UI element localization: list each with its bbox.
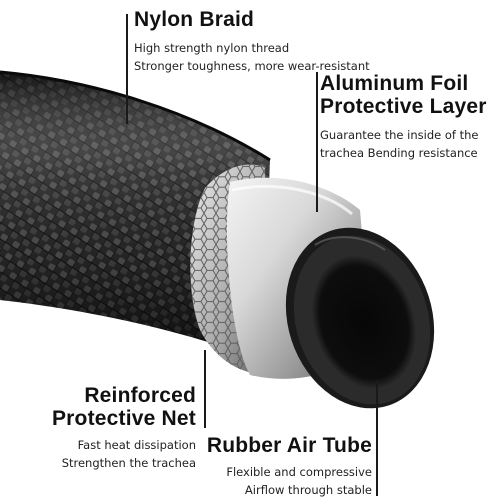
reinforced-net-callout-line bbox=[204, 350, 206, 428]
nylon-braid-title: Nylon Braid bbox=[134, 8, 255, 31]
aluminum-foil-desc-line-2: trachea Bending resistance bbox=[320, 146, 478, 160]
nylon-braid-callout: Nylon Braid High strength nylon thread S… bbox=[134, 8, 370, 75]
aluminum-foil-callout: Aluminum Foil Protective Layer Guarantee… bbox=[320, 72, 487, 162]
rubber-air-tube-end bbox=[285, 227, 435, 409]
aluminum-foil-title-line-1: Aluminum Foil bbox=[320, 72, 469, 95]
rubber-tube-callout-line bbox=[376, 380, 378, 496]
nylon-braid-desc-line-2: Stronger toughness, more wear-resistant bbox=[134, 59, 370, 73]
reinforced-net-desc-line-2: Strengthen the trachea bbox=[61, 456, 196, 470]
nylon-braid-callout-line bbox=[126, 14, 128, 124]
rubber-tube-desc-line-1: Flexible and compressive bbox=[226, 465, 372, 479]
aluminum-foil-callout-line bbox=[316, 72, 318, 212]
reinforced-net-title-line-1: Reinforced bbox=[84, 384, 196, 407]
nylon-braid-desc-line-1: High strength nylon thread bbox=[134, 41, 290, 55]
reinforced-net-callout: Reinforced Protective Net Fast heat diss… bbox=[52, 384, 196, 472]
reinforced-net-desc-line-1: Fast heat dissipation bbox=[77, 438, 196, 452]
rubber-tube-callout: Rubber Air Tube Flexible and compressive… bbox=[207, 434, 372, 499]
rubber-tube-desc-line-2: Airflow through stable bbox=[244, 483, 372, 497]
rubber-tube-title: Rubber Air Tube bbox=[206, 434, 372, 457]
aluminum-foil-title-line-2: Protective Layer bbox=[320, 95, 487, 118]
aluminum-foil-desc-line-1: Guarantee the inside of the bbox=[320, 128, 479, 142]
reinforced-net-title-line-2: Protective Net bbox=[51, 407, 196, 430]
